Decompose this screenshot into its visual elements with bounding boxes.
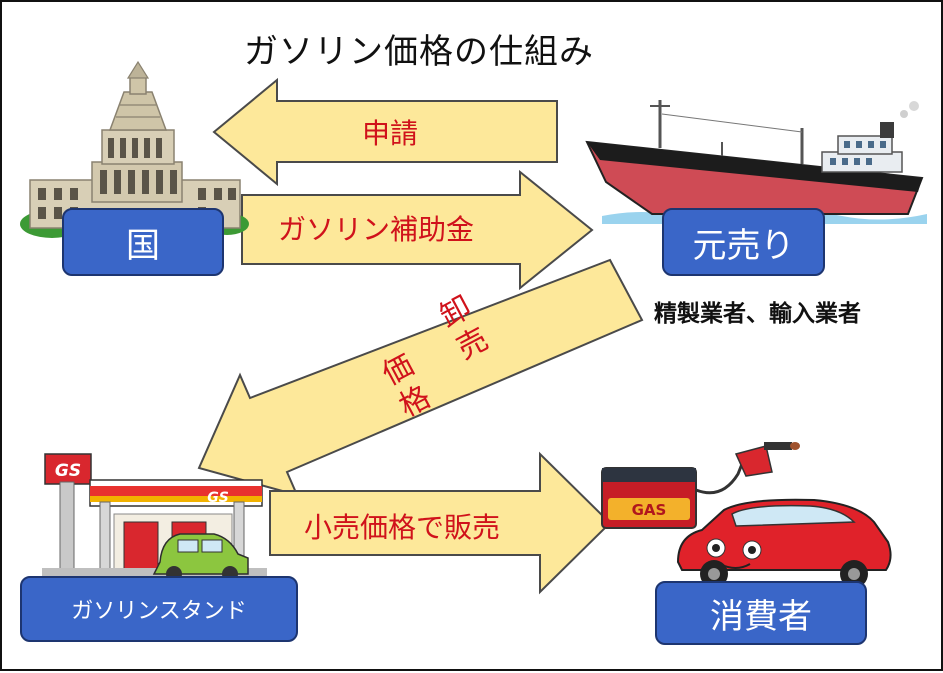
application-arrow-label: 申請 xyxy=(362,117,419,150)
gas-station-illustration xyxy=(42,453,267,582)
consumer-label: 消費者 xyxy=(655,581,867,645)
government-label: 国 xyxy=(62,208,224,276)
retail-arrow-label: 小売価格で販売 xyxy=(304,511,501,544)
subsidy-arrow-label: ガソリン補助金 xyxy=(278,213,475,246)
gas-pump-sign-text: GAS xyxy=(632,501,667,519)
wholesaler-label: 元売り xyxy=(662,208,825,276)
gs-pole-sign-text: GS xyxy=(55,461,81,481)
gs-canopy-sign-text: GS xyxy=(207,490,229,506)
fuel-pump-illustration xyxy=(601,442,800,529)
subsidy-arrow xyxy=(241,169,594,291)
wholesale-char-4: 格 xyxy=(393,379,437,425)
diagram-title: ガソリン価格の仕組み xyxy=(244,32,594,72)
retail-arrow xyxy=(269,451,612,595)
wholesaler-caption: 精製業者、輸入業者 xyxy=(654,301,861,327)
red-car-illustration xyxy=(676,498,892,588)
wholesale-char-2: 売 xyxy=(451,321,495,367)
application-arrow xyxy=(212,77,558,187)
gas-station-label: ガソリンスタンド xyxy=(20,576,298,642)
tanker-ship-illustration xyxy=(585,100,927,224)
